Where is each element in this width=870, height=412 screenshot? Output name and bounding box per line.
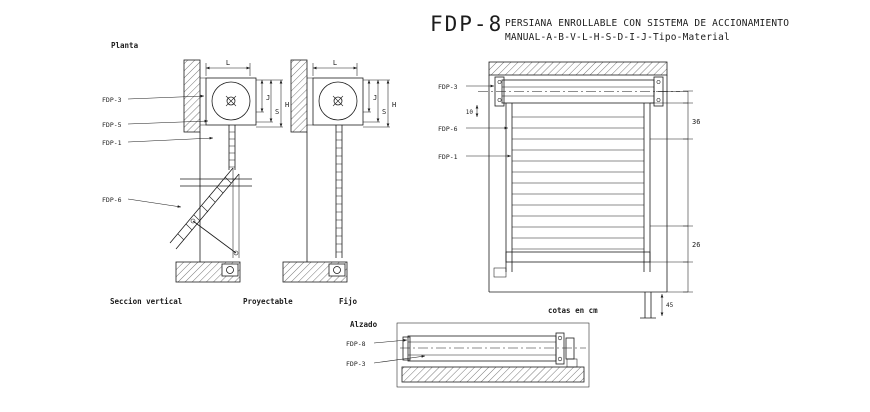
roller-axis-circle-fijo [333,96,343,106]
callout-fdp1-elev: FDP-1 [438,153,458,161]
dim-10-label: 10 [466,109,474,116]
callout-fdp3-elev: FDP-3 [438,83,458,91]
bottom-left-fitting [493,267,507,278]
planta-label: Planta [111,41,139,50]
fijo-caption: Fijo [339,297,358,306]
dim-26-label: 26 [692,241,700,249]
guide-base-extension [640,292,656,319]
dim-J-label: J [266,94,270,102]
dim-S-label: S [275,108,279,116]
section-vertical-detail: Planta L J S H FDP-3 FDP-5 FDP-1 FDP-6 [102,41,293,306]
callout-fdp8: FDP-8 [346,340,366,348]
dim-36-label: 36 [692,118,700,126]
opening-outline [488,75,668,293]
callout-fdp5: FDP-5 [102,121,122,129]
dim-45-label: 45 [666,302,674,309]
dim-L-label: L [226,59,230,67]
callout-fdp6: FDP-6 [102,196,122,204]
jamb-hatch [401,366,585,383]
seccion-vertical-caption: Seccion vertical [110,297,182,306]
side-guides [505,103,651,272]
callout-fdp1: FDP-1 [102,139,122,147]
lintel-hatch [488,61,668,76]
sill-stop-roller [226,266,234,274]
detail-border [396,322,590,388]
rolled-curtain-plan [407,335,557,362]
pivot-rails [180,178,252,187]
bracket-plan-outer [555,332,565,365]
wall-hatch-fijo [290,59,308,133]
roller-housing-box-fijo [312,77,364,126]
roller-axis-cross-fijo [332,95,344,107]
bracket-anchor [566,358,578,368]
sheet-description-line2: MANUAL-A-B-V-L-H-S-D-I-J-Tipo-Material [505,32,730,43]
fixed-curtain-lines [335,125,343,258]
sill-stop-box [221,263,239,277]
title-block: FDP-8 PERSIANA ENROLLABLE CON SISTEMA DE… [430,12,789,43]
horizontal-section-detail: FDP-8 FDP-3 [346,322,590,388]
sheet-code: FDP-8 [430,12,503,36]
roller-axis-circle [226,96,236,106]
callout-fdp3: FDP-3 [102,96,122,104]
callout-fdp3-plan: FDP-3 [346,360,366,368]
dim-H-label: H [285,101,289,109]
curtain-slats [512,116,644,250]
sheet-description-line1: PERSIANA ENROLLABLE CON SISTEMA DE ACCIO… [505,18,789,29]
roller-circle-fijo [318,81,358,121]
roller-axis-cross [225,95,237,107]
alzado-caption: Alzado [350,320,378,329]
proyectable-caption: Proyectable [243,297,293,306]
roller-circle [211,81,251,121]
sill-stop-roller-fijo [333,266,341,274]
sill-stop-box-fijo [328,263,346,277]
elevation-view: 45 FDP-3 10 FDP-6 FDP-1 36 26 cotas en c… [438,61,700,319]
dim-S-label-fijo: S [382,108,386,116]
cotas-caption: cotas en cm [548,306,598,315]
bracket-plan-inner [565,337,575,360]
projection-arm [192,220,237,254]
bottom-bar [505,251,651,263]
dim-L-label-fijo: L [333,59,337,67]
end-cap-plan-left [402,336,411,361]
slat-guide-lines [228,125,236,170]
dim-H-label-fijo: H [392,101,396,109]
callout-fdp6-elev: FDP-6 [438,125,458,133]
dim-J-label-fijo: J [373,94,377,102]
roller-housing-box [205,77,257,126]
section-fijo-detail: L J S H Fijo Alzado [282,59,396,329]
